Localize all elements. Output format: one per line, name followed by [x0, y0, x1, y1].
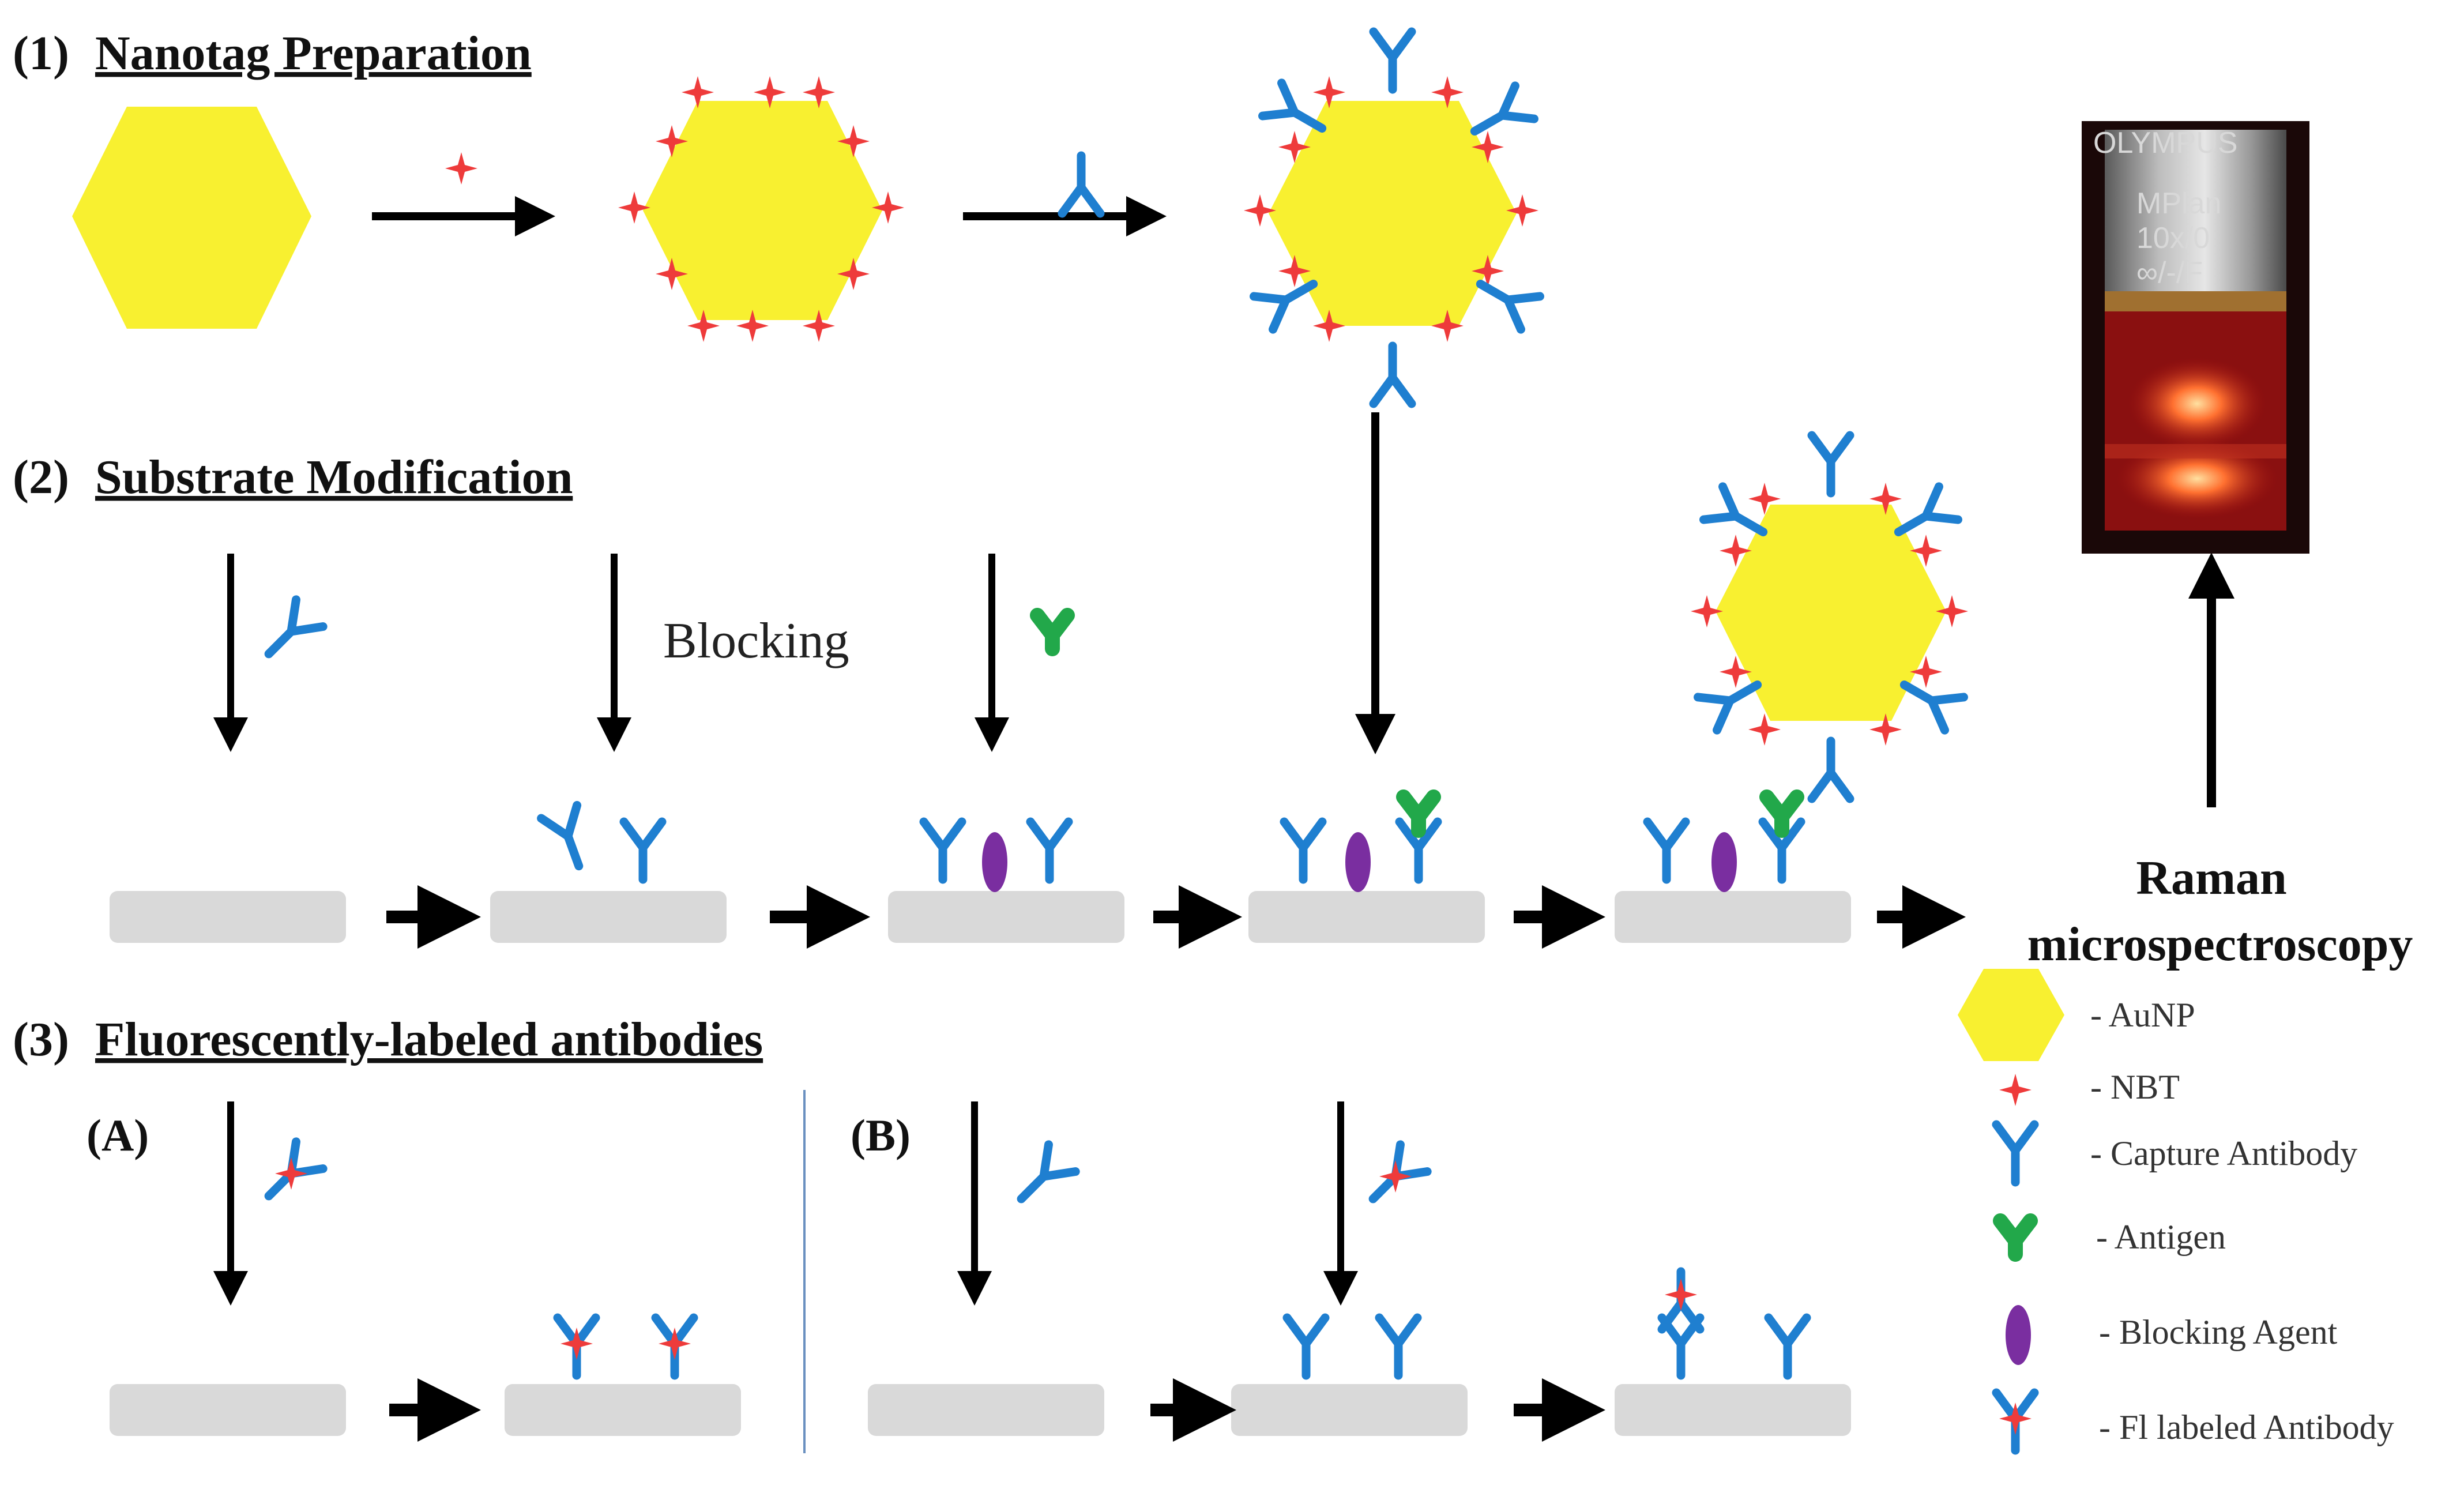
legend-nbt-symbol [1999, 1074, 2032, 1106]
section3-heading: (3) Fluorescently-labeled antibodies [13, 1013, 763, 1066]
section1-number: (1) [13, 27, 69, 80]
section2-number: (2) [13, 450, 69, 504]
step2-capture-antibodies [541, 805, 662, 879]
step4-antigen-bound [1284, 797, 1438, 892]
antigen-reagent-icon [1037, 615, 1067, 649]
objective-line-1: MPlan [2136, 187, 2221, 220]
fl-antibody-reagent-a [255, 1142, 323, 1209]
legend-fl-symbol [1996, 1393, 2034, 1450]
nbt-reagent-icon [445, 152, 477, 185]
capture-reagent-b [1008, 1145, 1075, 1212]
microscope-brand: OLYMPUS [2093, 126, 2237, 160]
step3-blocked [924, 822, 1069, 892]
legend-blocking-symbol [2006, 1305, 2031, 1365]
legend-blocking-label: - Blocking Agent [2099, 1313, 2338, 1351]
substrate-row-3 [110, 1384, 1851, 1436]
aunp-bare [72, 107, 311, 329]
section3-number: (3) [13, 1013, 69, 1066]
legend: - AuNP - NBT - Capture Antibody - Antige… [1958, 969, 2394, 1450]
blocking-label: Blocking [663, 613, 849, 669]
capture-reagent-icon [255, 600, 323, 667]
section2-heading: (2) Substrate Modification [13, 450, 573, 504]
section1-heading: (1) Nanotag Preparation [13, 27, 532, 80]
fl-antibody-reagent-b [1360, 1145, 1427, 1212]
legend-antigen-symbol [2000, 1221, 2030, 1254]
section2-title: Substrate Modification [95, 450, 573, 504]
nanotag-complete [1244, 32, 1540, 404]
legend-aunp-label: - AuNP [2090, 996, 2195, 1034]
section3-title: Fluorescently-labeled antibodies [95, 1013, 763, 1066]
legend-capture-symbol [1996, 1125, 2034, 1182]
raman-label-line1: Raman [2136, 851, 2286, 905]
legend-antigen-label: - Antigen [2096, 1218, 2226, 1256]
objective-line-3: ∞/-/F [2136, 256, 2203, 289]
panel-b-capture-surface [1287, 1318, 1417, 1375]
microscope-photo: OLYMPUS MPlan 10x/0 ∞/-/F [2082, 121, 2309, 554]
legend-aunp-symbol [1958, 969, 2064, 1061]
legend-fl-label: - Fl labeled Antibody [2099, 1408, 2394, 1446]
subpanel-b-label: (B) [851, 1110, 911, 1160]
raman-label-line2: microspectroscopy [2027, 918, 2413, 971]
legend-nbt-label: - NBT [2090, 1068, 2180, 1106]
section1-title: Nanotag Preparation [95, 27, 532, 80]
legend-capture-label: - Capture Antibody [2090, 1134, 2357, 1172]
step5-nanotag-bound [1647, 435, 1968, 892]
panel-a-result [558, 1318, 694, 1375]
aunp-nbt-coated [618, 76, 904, 342]
subpanel-a-label: (A) [86, 1110, 149, 1160]
objective-line-2: 10x/0 [2136, 221, 2210, 255]
antibody-reagent-icon [1062, 156, 1100, 213]
substrate-row-2 [110, 891, 1851, 943]
panel-b-result [1662, 1272, 1807, 1375]
